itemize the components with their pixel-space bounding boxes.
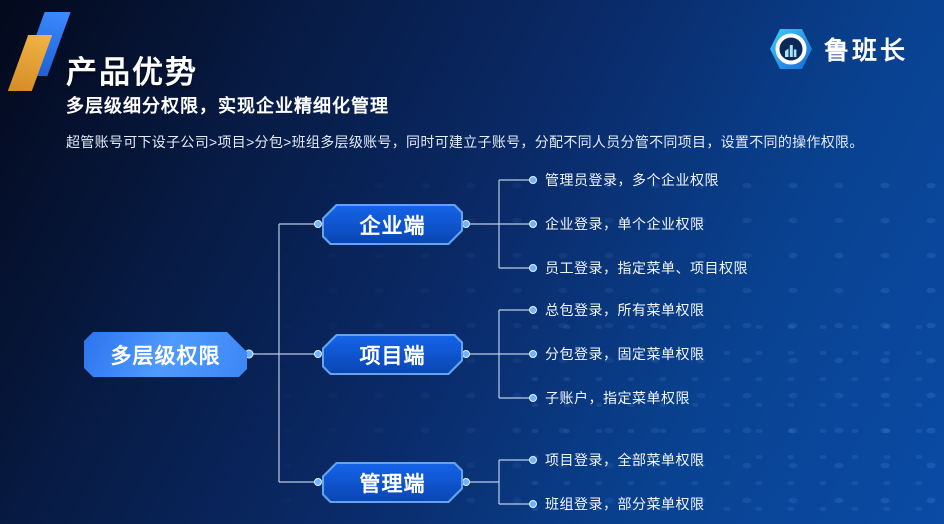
logo-hexagon-icon (769, 29, 812, 69)
leaf-item: 项目登录，全部菜单权限 (545, 452, 705, 468)
leaf-item: 分包登录，固定菜单权限 (545, 346, 705, 362)
logo-building-glyph (784, 45, 797, 57)
node-branch-management-label: 管理端 (324, 464, 461, 501)
leaf-item: 子账户，指定菜单权限 (545, 390, 690, 406)
brand-name: 鲁班长 (823, 37, 908, 65)
leaf-item: 员工登录，指定菜单、项目权限 (545, 260, 748, 276)
leaf-item: 班组登录，部分菜单权限 (545, 496, 705, 512)
node-root: 多层级权限 (84, 332, 247, 377)
node-branch-management: 管理端 (322, 462, 463, 503)
node-branch-enterprise-label: 企业端 (324, 206, 461, 243)
leaf-item: 企业登录，单个企业权限 (545, 216, 705, 232)
leaf-item: 总包登录，所有菜单权限 (545, 302, 705, 318)
leaf-item: 管理员登录，多个企业权限 (545, 172, 719, 188)
node-root-label: 多层级权限 (110, 344, 221, 368)
node-branch-project: 项目端 (322, 334, 463, 375)
node-branch-enterprise: 企业端 (322, 204, 463, 245)
node-branch-project-label: 项目端 (324, 336, 461, 373)
section-subtitle: 多层级细分权限，实现企业精细化管理 (66, 96, 389, 116)
section-description: 超管账号可下设子公司>项目>分包>班组多层级账号，同时可建立子账号，分配不同人员… (66, 134, 864, 150)
brand-logo: 鲁班长 (768, 26, 908, 72)
slash-icon (6, 8, 71, 94)
background-dot-pattern-dense (519, 314, 944, 524)
page-title: 产品优势 (66, 54, 198, 90)
